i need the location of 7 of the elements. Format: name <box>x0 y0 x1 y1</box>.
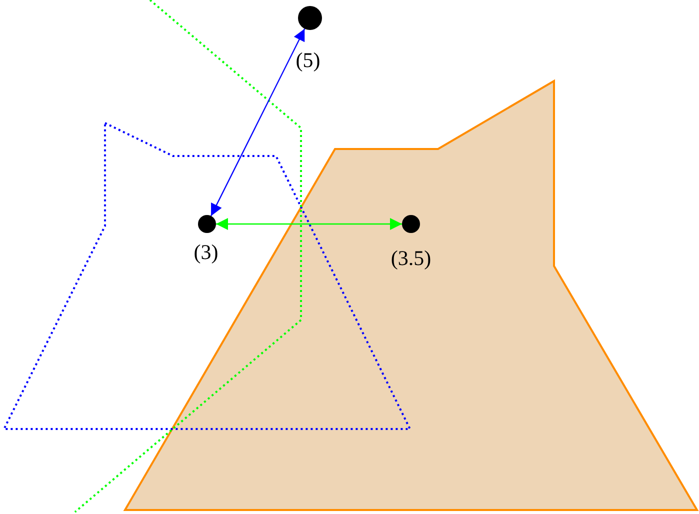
point-marker <box>198 215 216 233</box>
double-arrow <box>216 218 402 230</box>
weight-label: (3.5) <box>390 248 432 269</box>
point-marker <box>298 6 322 30</box>
weight-label: (5) <box>296 50 320 71</box>
double-arrow <box>210 28 306 216</box>
weight-label: (3) <box>194 242 218 263</box>
